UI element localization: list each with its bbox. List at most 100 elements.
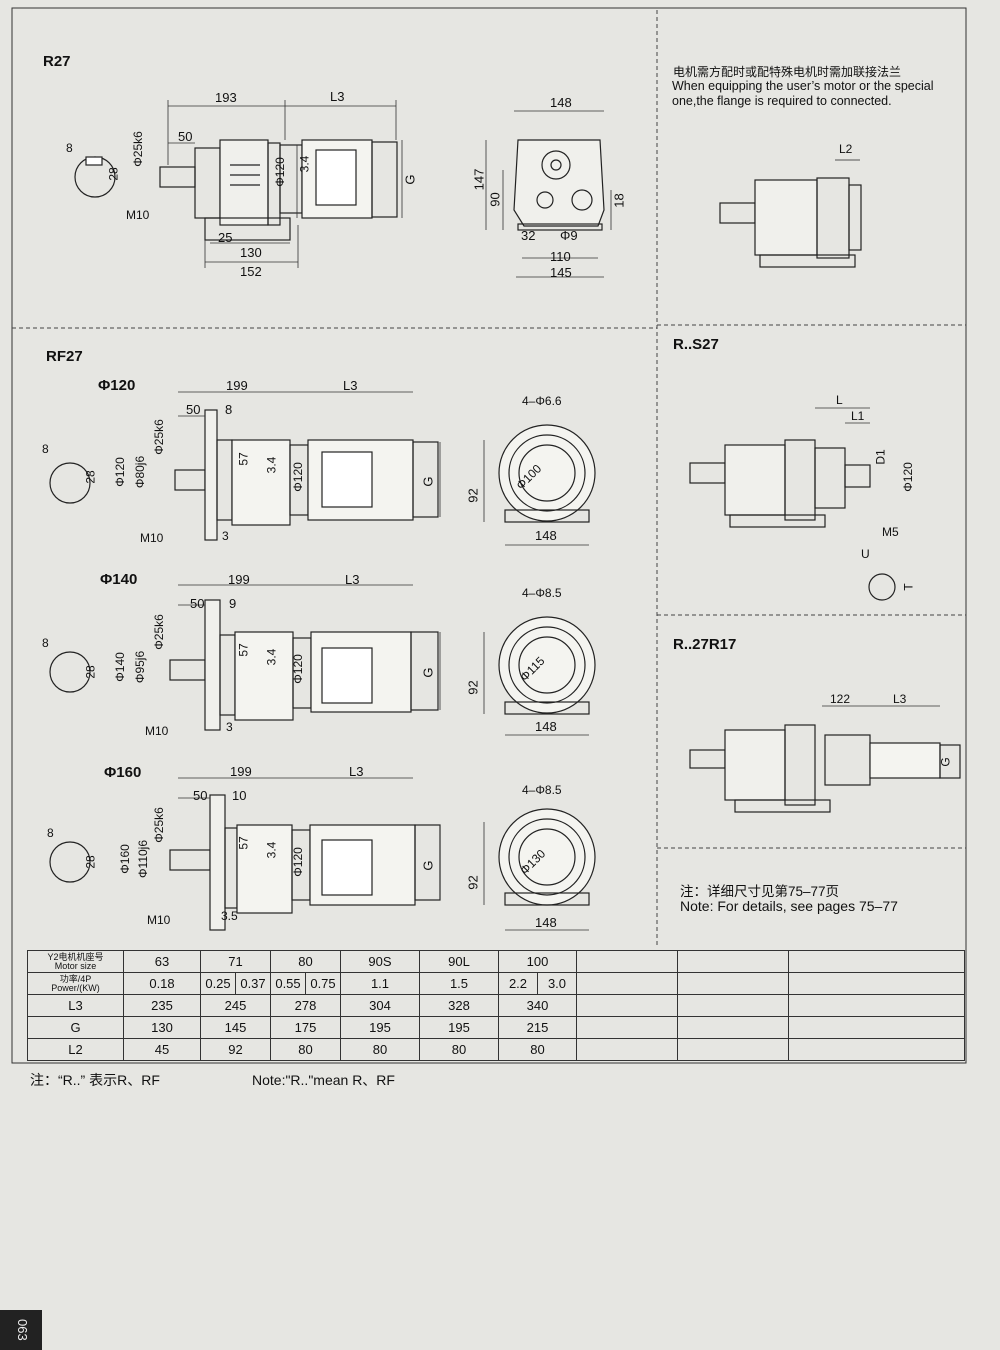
l3-cell: 245 [200,994,271,1017]
dim-3-4-b: 3.4 [264,648,279,666]
empty-cell [677,950,789,973]
detail-note-zh: 注：详细尺寸见第75–77页 [680,884,840,899]
rf27-front-view-140 [498,616,596,715]
empty-cell [576,950,678,973]
dim-d1: D1 [873,449,888,465]
dim-phi25k6-c: Φ25k6 [151,807,166,843]
detail-note-en: Note: For details, see pages 75–77 [680,898,898,914]
motor-size-100: 100 [498,950,577,973]
dim-9-b: 9 [229,596,237,611]
dim-122: 122 [830,692,851,706]
dim-l3-a: L3 [343,378,358,393]
dim-8-key-b: 8 [42,636,49,650]
row-g: G 130 145 175 195 195 215 [27,1016,965,1039]
dim-92-c: 92 [465,875,481,890]
dim-u: U [861,547,870,561]
r27-side-view [74,139,398,241]
dim-phi140: Φ140 [112,652,127,682]
dim-phi120-motor-c: Φ120 [290,847,305,877]
dim-3-4-a: 3.4 [264,456,279,474]
dim-m10-a: M10 [140,531,164,545]
dim-g: G [402,174,418,185]
l2-cell: 45 [123,1038,201,1061]
rf27-front-view-120 [498,424,596,523]
dim-l3-r17: L3 [893,692,907,706]
flange-note-en-1: When equipping the user’s motor or the s… [672,79,934,93]
dim-g-r17: G [938,757,953,767]
dim-110: 110 [550,249,571,264]
dim-g-a: G [420,476,436,487]
flange-note-zh: 电机需方配时或配特殊电机时需加联接法兰 [673,65,902,79]
dim-3-5-c: 3.5 [221,909,238,923]
empty-cell [677,1016,789,1039]
empty-cell [788,1038,965,1061]
dim-phi160: Φ160 [117,844,132,874]
l3-cell: 328 [419,994,499,1017]
rf27-dim-lines [178,391,589,931]
l2-cell: 92 [200,1038,271,1061]
dim-50-b: 50 [190,596,205,611]
flange-label-160: Φ160 [104,764,142,781]
power-cell: 1.1 [340,972,420,995]
dim-phi25k6-b: Φ25k6 [151,614,166,650]
dim-l3-c: L3 [349,764,364,779]
empty-cell [576,1016,678,1039]
power-cell: 0.25 [200,972,236,995]
dim-148-c: 148 [535,915,557,930]
dim-m10: M10 [126,208,150,222]
dim-phi120: Φ120 [272,157,287,187]
dim-199-a: 199 [226,378,248,393]
l2-cell: 80 [270,1038,341,1061]
page-number: 063 [0,1310,42,1350]
bottom-note-zh: 注：“R..” 表示R、RF [30,1072,160,1088]
dim-holes-a: 4–Φ6.6 [522,394,562,408]
power-cell: 0.75 [305,972,341,995]
dim-3-4: 3.4 [297,155,312,173]
dim-3-b: 3 [226,720,233,734]
dim-57-a: 57 [236,452,251,466]
flange-adapter-view [719,159,862,268]
hdr-g: G [27,1016,124,1039]
r27-dim-lines [167,100,403,268]
dim-phi25k6: Φ25k6 [130,131,145,167]
r27r17-view [689,724,961,813]
dim-8-a: 8 [225,402,233,417]
motor-size-80: 80 [270,950,341,973]
dim-phi120-rs: Φ120 [900,462,915,492]
bottom-note-en: Note:"R.."mean R、RF [252,1072,395,1088]
dim-phi110j6: Φ110j6 [136,839,151,879]
g-cell: 175 [270,1016,341,1039]
rs27-view [689,439,896,601]
row-l2: L2 45 92 80 80 80 80 [27,1038,965,1061]
dim-8-key-a: 8 [42,442,49,456]
dim-92-b: 92 [465,680,481,695]
l2-cell: 80 [498,1038,577,1061]
g-cell: 130 [123,1016,201,1039]
dim-148-a: 148 [535,528,557,543]
dim-92-a: 92 [465,488,481,503]
g-cell: 195 [340,1016,420,1039]
dim-m5: M5 [882,525,899,539]
dim-l2: L2 [839,142,853,156]
dim-l3: L3 [330,89,345,104]
hdr-motor-en: Motor size [54,960,97,971]
empty-cell [788,950,965,973]
power-cell: 2.2 [498,972,538,995]
hdr-l2: L2 [27,1038,124,1061]
hdr-l3: L3 [27,994,124,1017]
dim-57-b: 57 [236,643,251,657]
dim-18: 18 [611,193,627,208]
page-frame [11,7,967,1064]
dim-phi120-motor-a: Φ120 [290,462,305,492]
dim-phi25k6-a: Φ25k6 [151,419,166,455]
motor-size-90l: 90L [419,950,499,973]
hdr-motor-zh: Y2电机机座号 [47,951,104,962]
dim-phi95j6: Φ95j6 [133,650,148,684]
rf27-side-view-140 [49,599,439,731]
dim-phi80j6: Φ80j6 [133,455,148,489]
dim-3-4-c: 3.4 [264,841,279,859]
dim-50-a: 50 [186,402,201,417]
